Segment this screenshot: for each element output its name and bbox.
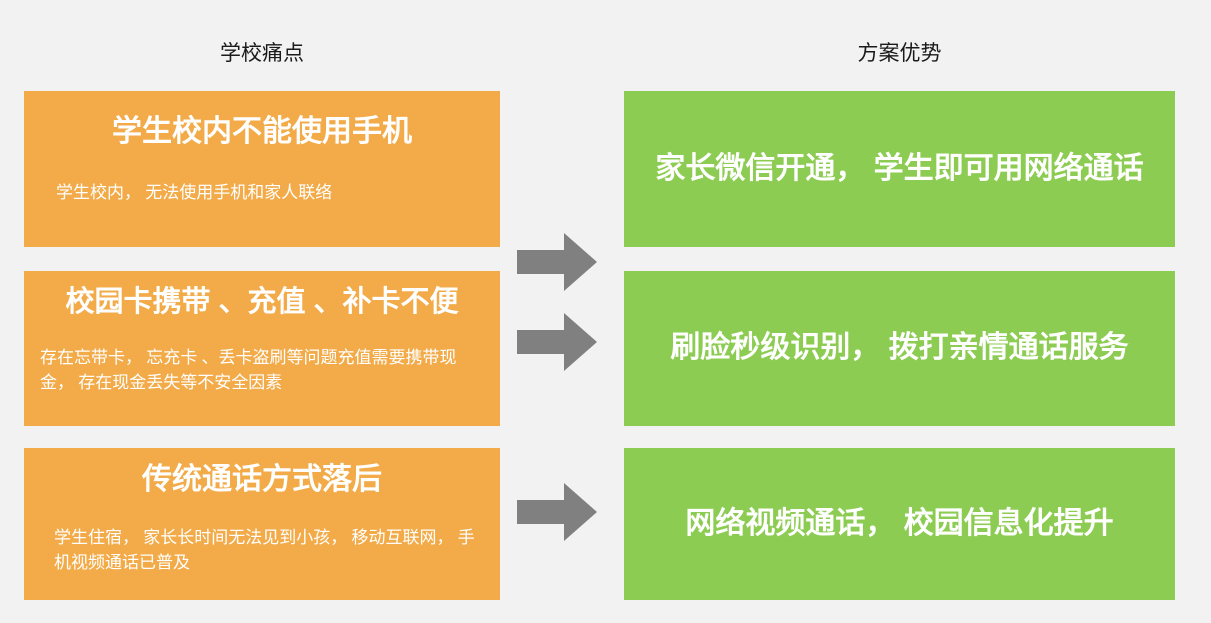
arrow-right-icon <box>517 483 597 541</box>
comparison-row: 校园卡携带 、充值 、补卡不便 存在忘带卡， 忘充卡 、丢卡盗刷等问题充值需要携… <box>0 271 1211 426</box>
pain-point-description: 存在忘带卡， 忘充卡 、丢卡盗刷等问题充值需要携带现金， 存在现金丢失等不安全因… <box>40 348 457 392</box>
pain-point-description: 学生住宿， 家长长时间无法见到小孩， 移动互联网， 手机视频通话已普及 <box>54 528 475 572</box>
solution-card[interactable]: 刷脸秒级识别， 拨打亲情通话服务 <box>624 271 1175 426</box>
solution-card[interactable]: 家长微信开通， 学生即可用网络通话 <box>624 91 1175 247</box>
pain-point-description: 学生校内， 无法使用手机和家人联络 <box>56 183 333 202</box>
arrow-right-icon <box>517 233 597 291</box>
solution-text: 刷脸秒级识别， 拨打亲情通话服务 <box>670 331 1129 365</box>
pain-point-card[interactable]: 传统通话方式落后 学生住宿， 家长长时间无法见到小孩， 移动互联网， 手机视频通… <box>24 448 500 600</box>
pain-point-title: 学生校内不能使用手机 <box>112 115 412 148</box>
pain-point-card[interactable]: 校园卡携带 、充值 、补卡不便 存在忘带卡， 忘充卡 、丢卡盗刷等问题充值需要携… <box>24 271 500 426</box>
comparison-row: 学生校内不能使用手机 学生校内， 无法使用手机和家人联络 家长微信开通， 学生即… <box>0 91 1211 291</box>
pain-point-title: 传统通话方式落后 <box>142 463 382 496</box>
column-header-pain-points: 学校痛点 <box>220 42 304 65</box>
pain-point-title: 校园卡携带 、充值 、补卡不便 <box>65 286 459 318</box>
solution-card[interactable]: 网络视频通话， 校园信息化提升 <box>624 448 1175 600</box>
arrow-right-icon <box>517 313 597 371</box>
solution-text: 家长微信开通， 学生即可用网络通话 <box>655 151 1144 185</box>
column-header-solution-advantages: 方案优势 <box>857 42 942 65</box>
comparison-row: 传统通话方式落后 学生住宿， 家长长时间无法见到小孩， 移动互联网， 手机视频通… <box>0 448 1211 600</box>
pain-point-card[interactable]: 学生校内不能使用手机 学生校内， 无法使用手机和家人联络 <box>24 91 500 247</box>
solution-text: 网络视频通话， 校园信息化提升 <box>685 506 1114 540</box>
